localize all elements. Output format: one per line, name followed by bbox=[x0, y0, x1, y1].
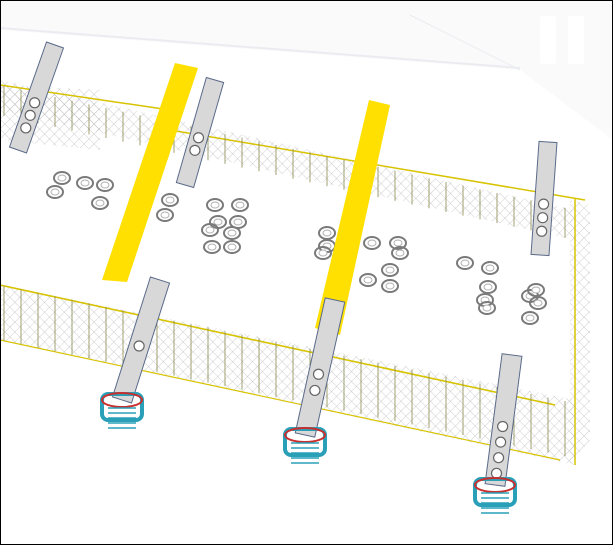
spring-part bbox=[76, 176, 94, 190]
spring-part bbox=[381, 279, 399, 293]
spring-part bbox=[206, 198, 224, 212]
robot-arm bbox=[8, 41, 65, 154]
spring-parts bbox=[46, 171, 547, 325]
spring-part bbox=[231, 198, 249, 212]
pause-icon-bar bbox=[568, 16, 584, 64]
spring-part bbox=[481, 261, 499, 275]
spring-part bbox=[156, 208, 174, 222]
gantry-beam-right bbox=[315, 100, 390, 335]
spring-part bbox=[96, 178, 114, 192]
spring-part bbox=[389, 236, 407, 250]
background-structure bbox=[0, 0, 613, 140]
spring-part bbox=[529, 296, 547, 310]
gantry-beam-left bbox=[102, 63, 198, 282]
spring-part bbox=[209, 215, 227, 229]
spring-part bbox=[46, 185, 64, 199]
robot-arm bbox=[100, 276, 171, 429]
spring-part bbox=[521, 311, 539, 325]
spring-part bbox=[359, 273, 377, 287]
spring-part bbox=[161, 193, 179, 207]
spring-part bbox=[91, 196, 109, 210]
spring-part bbox=[223, 226, 241, 240]
spring-part bbox=[527, 283, 545, 297]
spring-part bbox=[53, 171, 71, 185]
robot-arm bbox=[283, 297, 346, 464]
robot-arm bbox=[530, 140, 558, 257]
spring-part bbox=[456, 256, 474, 270]
robot-arm bbox=[175, 76, 225, 189]
robot-arms bbox=[8, 41, 558, 514]
pause-button[interactable] bbox=[536, 16, 590, 66]
spring-part bbox=[201, 223, 219, 237]
yellow-gantry-beams bbox=[102, 63, 390, 335]
spring-part bbox=[363, 236, 381, 250]
spring-part bbox=[223, 240, 241, 254]
pause-icon bbox=[540, 16, 556, 64]
spring-part bbox=[391, 246, 409, 260]
spring-part bbox=[381, 263, 399, 277]
spring-part bbox=[203, 240, 221, 254]
spring-part bbox=[478, 301, 496, 315]
spring-part bbox=[314, 246, 332, 260]
robot-arm bbox=[473, 353, 523, 514]
spring-part bbox=[479, 280, 497, 294]
